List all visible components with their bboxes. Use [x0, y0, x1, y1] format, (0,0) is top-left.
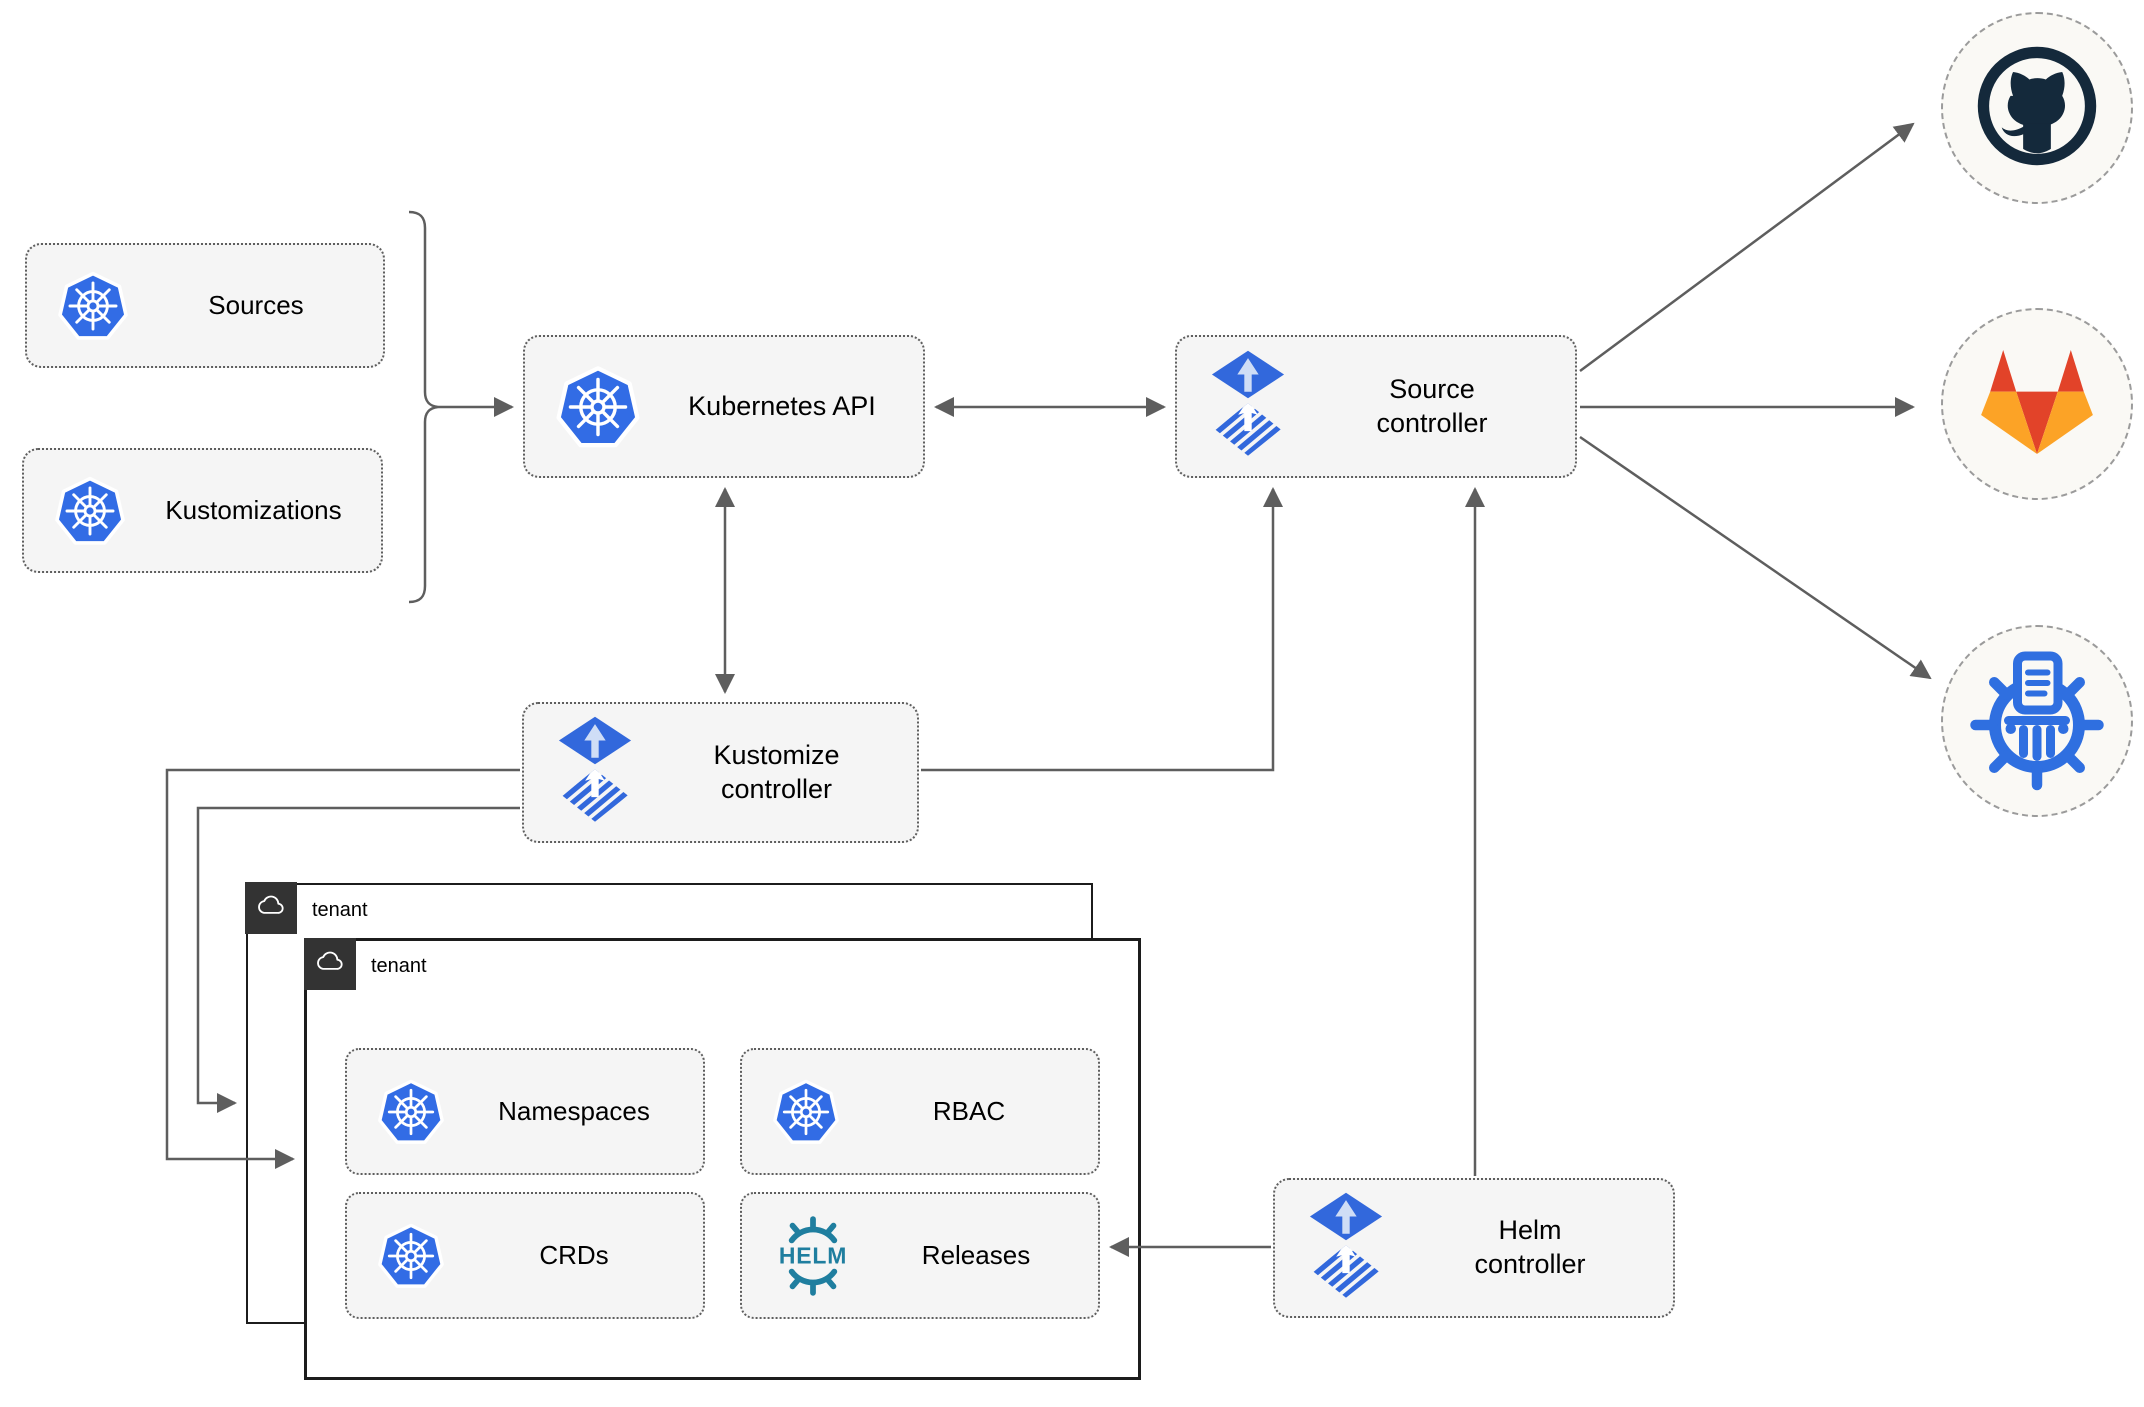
github-icon: [1974, 43, 2100, 174]
kubernetes-wheel-icon: [772, 1078, 840, 1146]
helm-controller-label: Helm controller: [1474, 1215, 1586, 1279]
source-controller-label: Source controller: [1376, 373, 1488, 438]
arrow-kustomize-to-source-controller: [921, 487, 1283, 772]
resource-releases-label: Releases: [921, 1240, 1031, 1271]
sources-node: Sources: [25, 243, 385, 368]
kubernetes-wheel-icon: [377, 1222, 445, 1290]
tenant-front-label: tenant: [371, 954, 427, 977]
kubernetes-api-node: Kubernetes API: [523, 335, 925, 478]
kubernetes-wheel-icon: [555, 364, 641, 450]
gitlab-icon: [1972, 342, 2102, 467]
arrow-source-to-chartmuseum: [1579, 435, 1932, 680]
flux-icon: [554, 715, 636, 830]
cloud-icon: [254, 893, 288, 924]
tenant-front-tab: [304, 938, 356, 990]
kustomize-controller-node: Kustomize controller: [522, 702, 919, 843]
resource-rbac: RBAC: [740, 1048, 1100, 1175]
kubernetes-wheel-icon: [377, 1078, 445, 1146]
tenant-back-tab: [245, 882, 297, 934]
external-github: [1941, 12, 2133, 204]
resource-namespaces-label: Namespaces: [498, 1096, 650, 1127]
resource-releases: HELM Releases: [740, 1192, 1100, 1319]
kustomize-controller-label: Kustomize controller: [713, 739, 840, 804]
helm-logo-text: HELM: [779, 1242, 847, 1268]
helm-wheel-icon: HELM: [772, 1215, 854, 1297]
external-gitlab: [1941, 308, 2133, 500]
resource-rbac-label: RBAC: [932, 1096, 1006, 1127]
helm-controller-node: Helm controller: [1273, 1178, 1675, 1318]
kubernetes-wheel-icon: [57, 270, 129, 342]
kubernetes-api-label: Kubernetes API: [688, 390, 876, 421]
arrow-source-to-github: [1579, 122, 1915, 373]
tenant-back-label: tenant: [312, 898, 368, 921]
resource-namespaces: Namespaces: [345, 1048, 705, 1175]
kustomizations-node: Kustomizations: [22, 448, 383, 573]
flux-icon: [1305, 1191, 1387, 1306]
chartmuseum-icon: [1962, 644, 2112, 799]
sources-label: Sources: [208, 290, 304, 321]
left-group-brace: [408, 210, 439, 604]
resource-crds-label: CRDs: [539, 1240, 609, 1271]
kubernetes-wheel-icon: [54, 475, 126, 547]
cloud-icon: [313, 949, 347, 980]
external-chartmuseum: [1941, 625, 2133, 817]
flux-icon: [1207, 349, 1289, 464]
resource-crds: CRDs: [345, 1192, 705, 1319]
source-controller-node: Source controller: [1175, 335, 1577, 478]
kustomizations-label: Kustomizations: [165, 495, 342, 526]
